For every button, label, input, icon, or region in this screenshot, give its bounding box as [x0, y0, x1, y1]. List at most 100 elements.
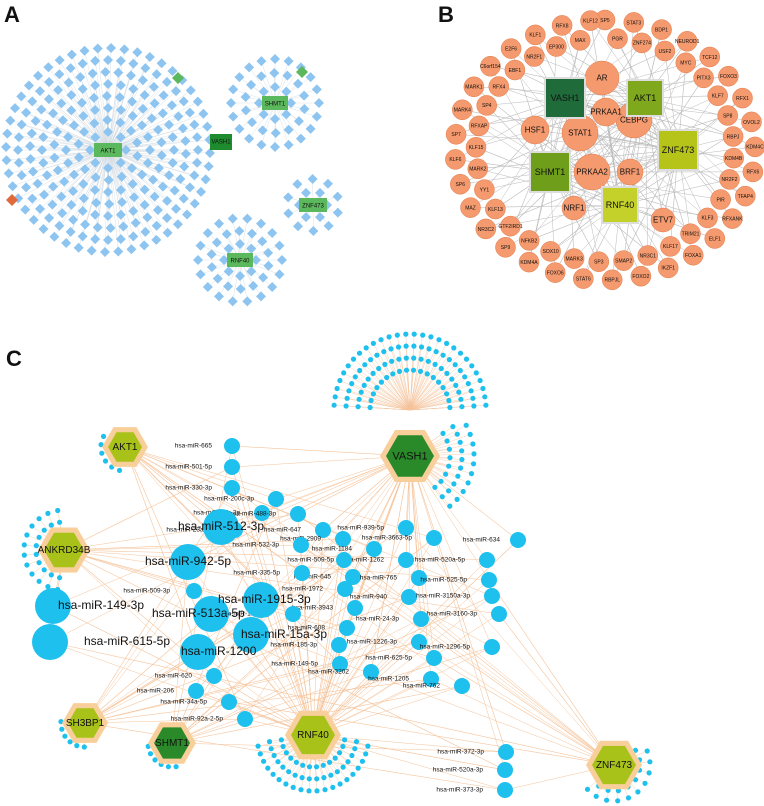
akt1-mirna-dot: [102, 458, 109, 464]
gene-node: [48, 108, 59, 119]
edge: [371, 400, 411, 411]
tf-label: KDM4B: [725, 156, 743, 162]
rnf40-mirna-dot: [327, 759, 333, 765]
rnf40-mirna-dot: [270, 771, 276, 777]
tf-label: SP3: [594, 259, 604, 265]
gene-node: [305, 72, 316, 83]
gene-node: [16, 91, 27, 102]
mirna-node: [363, 664, 379, 680]
gene-node: [103, 103, 113, 113]
gene-node: [115, 209, 126, 220]
vash1-mirna-dot: [349, 381, 355, 387]
tf-label: OVOL2: [743, 120, 760, 126]
gene-node: [295, 133, 306, 144]
gene-node: [127, 178, 138, 189]
mirna-label: hsa-miR-34a-5p: [160, 699, 207, 706]
gene-node: [85, 145, 95, 155]
vash1-mirna-dot: [378, 379, 384, 385]
gene-node: [219, 255, 229, 265]
edge: [409, 455, 435, 659]
mirna-label: hsa-miR-3160-3p: [427, 611, 478, 618]
gene-node: [256, 218, 266, 229]
vash1-mirna-dot: [447, 404, 453, 411]
rnf40-mirna-dot: [337, 750, 343, 756]
gene-node: [118, 221, 129, 232]
mirna-label-large: hsa-miR-615-5p: [84, 634, 170, 648]
gene-node: [1, 155, 12, 166]
mirna-node: [426, 530, 442, 546]
ankrd34b-mirna-dot: [36, 534, 42, 540]
vash1-mirna-dot: [458, 396, 464, 402]
tf-node: [601, 269, 623, 291]
rnf40-mirna-dot: [330, 784, 336, 791]
tf-node-large: [650, 207, 676, 233]
gene-node: [180, 136, 191, 147]
mirna-label: hsa-miR-1205: [368, 676, 409, 683]
edge: [409, 400, 449, 411]
gene-node: [48, 181, 59, 192]
mirna-label: hsa-miR-23a-3p: [166, 527, 213, 534]
edge: [107, 126, 208, 151]
mirna-label-large: hsa-miR-942-5p: [145, 554, 231, 568]
mirna-label: hsa-miR-3202: [308, 669, 349, 676]
vash1-mirna-dot: [446, 446, 452, 452]
tf-label: ZNF274: [633, 41, 651, 47]
mirna-label: hsa-miR-200c-3p: [204, 496, 254, 503]
tf-node: [675, 52, 697, 74]
gene-node: [189, 198, 200, 209]
gene-node: [177, 123, 188, 134]
tf-label: NFKB2: [521, 238, 537, 244]
gene-node: [235, 239, 245, 249]
gene-node: [202, 228, 213, 239]
gene-node: [7, 181, 18, 192]
mirna-node: [335, 531, 351, 547]
ankrd34b-mirna-dot: [24, 532, 30, 538]
edge: [244, 455, 411, 720]
special-node: [6, 194, 18, 206]
hub-node: [108, 432, 142, 462]
gene-node: [115, 117, 126, 128]
rnf40-mirna-dot: [363, 751, 369, 757]
edge: [361, 391, 411, 411]
gene-node: [277, 255, 287, 265]
mirna-node: [481, 572, 497, 588]
mirna-node: [411, 570, 427, 586]
edge: [312, 734, 506, 791]
gene-node: [54, 55, 65, 66]
gene-node: [198, 108, 209, 119]
gene-node: [101, 91, 112, 102]
gene-node: [61, 238, 72, 249]
mirna-node: [454, 678, 470, 694]
gene-node: [270, 127, 281, 138]
tf-label: SP8: [723, 113, 733, 119]
gene-node: [80, 164, 91, 175]
vash1-mirna-dot: [334, 385, 340, 392]
mirna-node: [426, 650, 442, 666]
gene-node: [79, 45, 90, 56]
gene-node: [270, 54, 280, 64]
edge: [63, 466, 233, 551]
tf-label: KLF1: [529, 33, 541, 39]
tf-label: SMAP2: [615, 258, 632, 264]
vash1-mirna-dot: [446, 463, 452, 469]
gene-node: [38, 157, 49, 168]
gene-node: [292, 179, 303, 190]
edge: [18, 149, 109, 199]
tf-node: [544, 262, 566, 283]
tf-label: SP4: [482, 103, 492, 109]
edge: [391, 361, 411, 411]
edge: [107, 149, 198, 164]
gene-node: [73, 242, 84, 253]
mirna-node-large: [180, 634, 216, 670]
mirna-node: [315, 522, 331, 538]
gene-node: [258, 272, 269, 283]
vash1-mirna-dot: [355, 404, 361, 410]
gene-node: [178, 193, 189, 204]
ankrd34b-mirna-dot: [41, 567, 47, 573]
rnf40-mirna-dot: [275, 759, 281, 765]
gene-node: [158, 90, 169, 101]
mirna-label: hsa-miR-665: [175, 443, 213, 450]
gene-node: [99, 246, 110, 257]
